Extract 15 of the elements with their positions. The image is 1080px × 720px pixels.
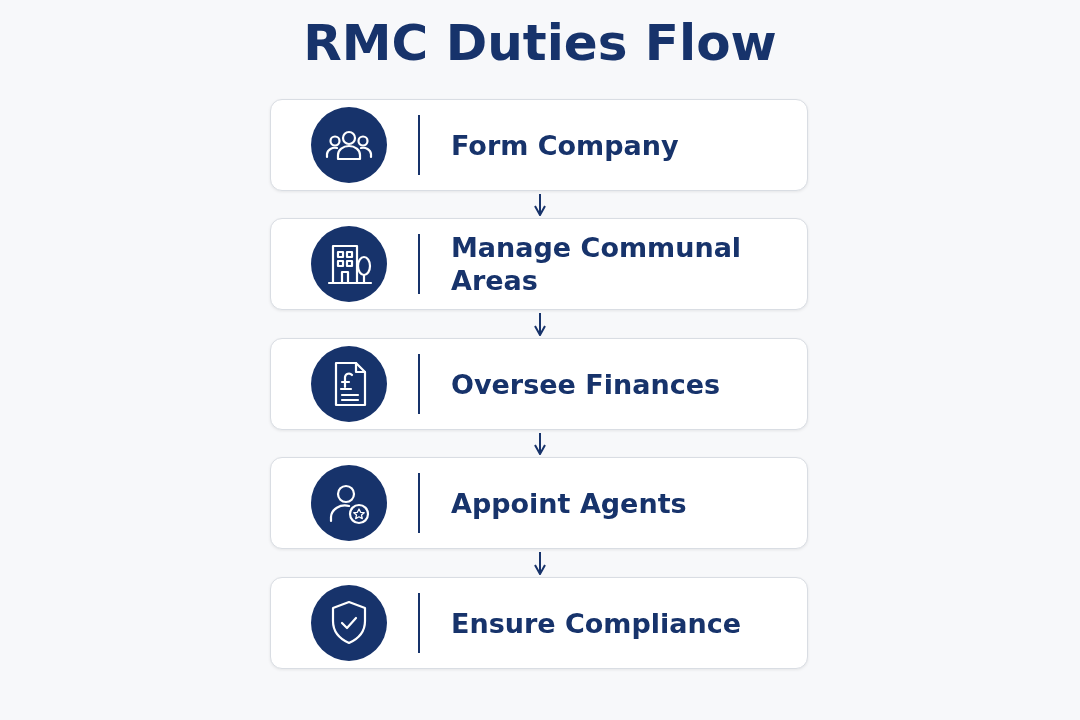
step-label: Form Company: [451, 128, 680, 162]
diagram-title: RMC Duties Flow: [302, 14, 778, 72]
step-label: Manage Communal Areas: [451, 231, 743, 297]
step-card: [270, 338, 808, 430]
step-label: Ensure Compliance: [451, 606, 743, 640]
step-label: Appoint Agents: [451, 486, 688, 520]
step-label: Oversee Finances: [451, 367, 722, 401]
arrow: [534, 193, 546, 216]
step-card: [270, 457, 808, 549]
arrow: [534, 432, 546, 455]
step-card: [270, 99, 808, 191]
step-card: [270, 218, 808, 310]
step-card: [270, 577, 808, 669]
arrow: [534, 551, 546, 575]
arrow: [534, 312, 546, 336]
